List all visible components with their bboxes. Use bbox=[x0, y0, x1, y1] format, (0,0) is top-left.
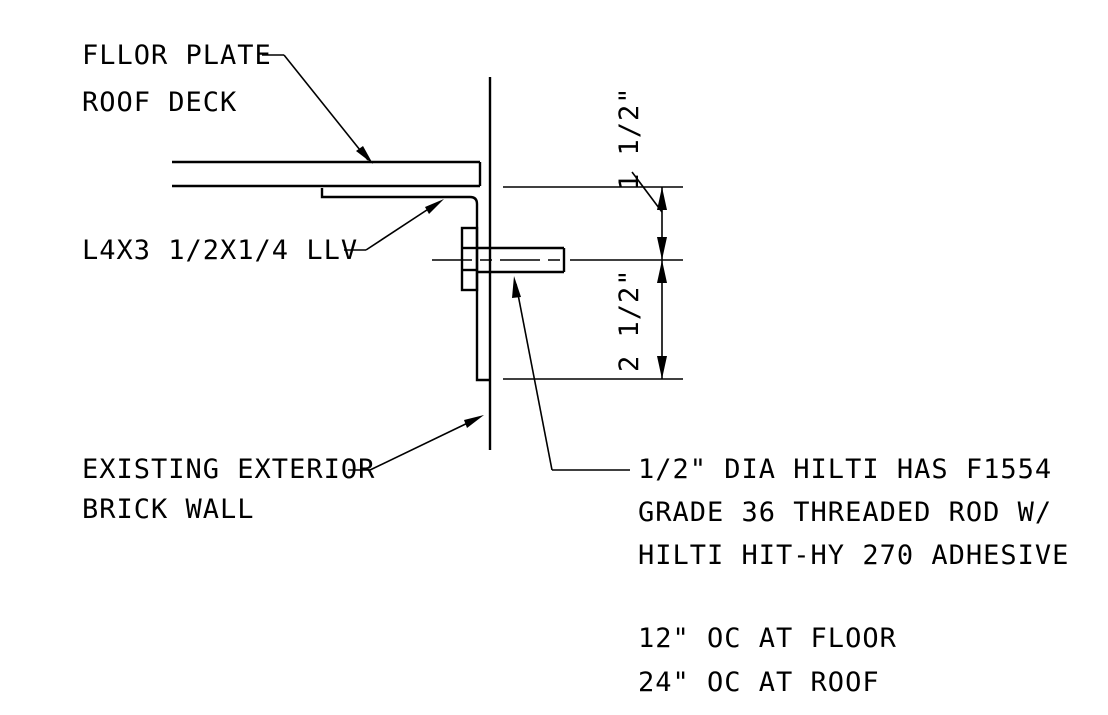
floor-plate-label: FLLOR PLATE bbox=[82, 40, 272, 71]
angle-label: L4X3 1/2X1/4 LLV bbox=[82, 235, 358, 266]
rod-nut bbox=[460, 226, 479, 292]
rod-label-line3: HILTI HIT-HY 270 ADHESIVE bbox=[638, 540, 1069, 571]
floor-plate-deck bbox=[172, 160, 482, 188]
rod-label-line1: 1/2" DIA HILTI HAS F1554 bbox=[638, 454, 1052, 485]
wall-leader bbox=[348, 415, 484, 471]
threaded-rod bbox=[477, 246, 566, 274]
roof-deck-label: ROOF DECK bbox=[82, 87, 237, 118]
spacing-roof-label: 24" OC AT ROOF bbox=[638, 667, 880, 698]
wall-label-line1: EXISTING EXTERIOR bbox=[82, 454, 375, 485]
rod-leader bbox=[512, 276, 630, 471]
dimension-lower-text: 2 1/2" bbox=[614, 268, 645, 372]
angle-leader bbox=[344, 199, 444, 251]
steel-angle bbox=[320, 188, 490, 382]
dimension-extension-lines bbox=[503, 186, 683, 380]
rod-label-line2: GRADE 36 THREADED ROD W/ bbox=[638, 497, 1052, 528]
floor-plate-leader bbox=[262, 54, 373, 164]
wall-label-line2: BRICK WALL bbox=[82, 494, 255, 525]
dimension-line bbox=[631, 171, 667, 379]
spacing-floor-label: 12" OC AT FLOOR bbox=[638, 623, 897, 654]
dimension-upper-text: 1 1/2" bbox=[614, 86, 645, 190]
